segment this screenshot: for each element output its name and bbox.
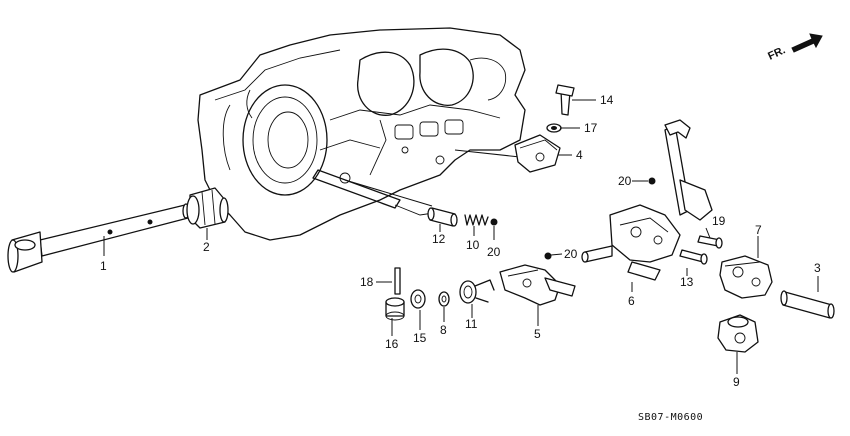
part-16-bushing bbox=[385, 297, 405, 321]
callout-3: 3 bbox=[814, 261, 821, 275]
diagram-code: SB07-M0600 bbox=[638, 412, 703, 423]
callout-1: 1 bbox=[100, 259, 107, 273]
callout-20c: 20 bbox=[618, 174, 632, 188]
callout-20b: 20 bbox=[564, 247, 578, 261]
steel-balls bbox=[490, 177, 656, 260]
part-19-bolt bbox=[697, 235, 723, 249]
callout-5: 5 bbox=[534, 327, 541, 341]
part-17-washer bbox=[546, 123, 562, 133]
callout-14: 14 bbox=[600, 93, 614, 107]
callout-10: 10 bbox=[466, 238, 480, 252]
transmission-case bbox=[197, 27, 526, 241]
part-12-collar bbox=[427, 207, 458, 227]
callout-16: 16 bbox=[385, 337, 399, 351]
part-13-bolt bbox=[679, 249, 708, 265]
part-1-shift-rod bbox=[7, 203, 190, 273]
part-10-spring bbox=[464, 214, 489, 226]
callout-9: 9 bbox=[733, 375, 740, 389]
callout-19: 19 bbox=[712, 214, 726, 228]
part-15-washer bbox=[410, 289, 426, 309]
callout-11: 11 bbox=[465, 317, 478, 331]
callout-7: 7 bbox=[755, 223, 762, 237]
callout-17: 17 bbox=[584, 121, 598, 135]
part-3-pin bbox=[780, 290, 835, 319]
callout-4: 4 bbox=[576, 148, 583, 162]
callout-6: 6 bbox=[628, 294, 635, 308]
part-6-shift-bracket bbox=[581, 119, 713, 281]
part-7-selector-lever bbox=[719, 255, 773, 299]
part-9-holder bbox=[717, 314, 759, 353]
callout-12: 12 bbox=[432, 232, 446, 246]
front-arrow-icon bbox=[791, 33, 823, 53]
callout-2: 2 bbox=[203, 240, 210, 254]
callout-20a: 20 bbox=[487, 245, 501, 259]
callout-15: 15 bbox=[413, 331, 427, 345]
part-5-shift-fork bbox=[499, 264, 576, 306]
part-14-bolt bbox=[555, 84, 575, 116]
part-2-bushing bbox=[186, 187, 229, 229]
callout-8: 8 bbox=[440, 323, 447, 337]
leader-lines bbox=[103, 99, 819, 374]
part-11-spring bbox=[459, 279, 495, 304]
front-label: FR. bbox=[766, 44, 787, 62]
callout-18: 18 bbox=[360, 275, 374, 289]
part-8-washer bbox=[438, 291, 450, 307]
callout-numbers: 1 2 12 10 20 20 14 17 4 20 19 7 3 13 6 5… bbox=[100, 93, 821, 389]
part-4-interlock bbox=[514, 134, 561, 173]
part-18-pin bbox=[394, 267, 401, 295]
callout-13: 13 bbox=[680, 275, 694, 289]
front-direction-indicator: FR. bbox=[766, 33, 823, 63]
